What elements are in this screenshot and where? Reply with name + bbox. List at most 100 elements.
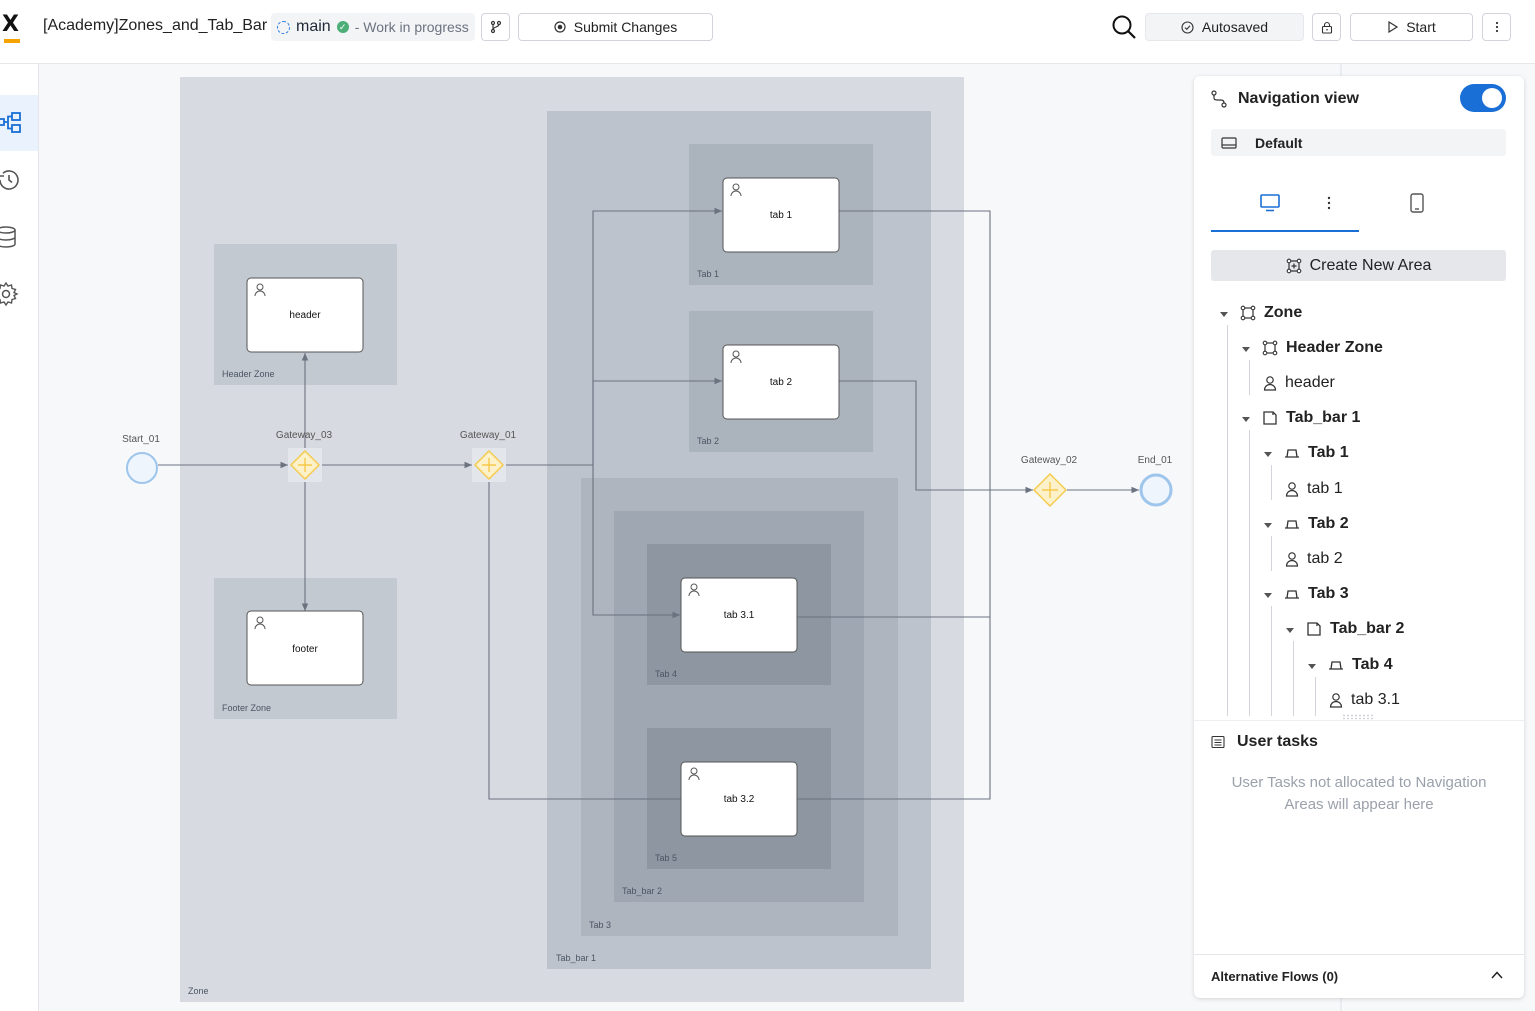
tree-item-tab-4-label: Tab 4 (1352, 656, 1393, 673)
gateway-03[interactable]: Gateway_03 (276, 430, 333, 482)
submit-icon (554, 21, 566, 33)
task-footer-label: footer (292, 644, 318, 655)
platform-selector[interactable]: Default (1211, 129, 1506, 156)
tab-3-label: Tab 3 (589, 920, 611, 930)
user-tasks-empty-message: User Tasks not allocated to Navigation A… (1231, 774, 1487, 813)
tree-item-tab-bar-2[interactable]: Tab_bar 2 (1306, 616, 1404, 642)
autosave-status: Autosaved (1145, 13, 1304, 41)
lock-button[interactable] (1312, 13, 1341, 41)
process-icon (0, 112, 21, 133)
tree-item-zone[interactable]: Zone (1240, 300, 1302, 326)
tree-item-header-zone-label: Header Zone (1286, 339, 1383, 356)
gateway-02[interactable]: Gateway_02 (1021, 455, 1078, 507)
resize-handle[interactable] (1341, 714, 1375, 720)
tree-item-tab-1-task[interactable]: tab 1 (1285, 476, 1343, 502)
caret-header-zone[interactable] (1242, 347, 1250, 352)
chevron-up-icon[interactable] (1490, 968, 1504, 982)
tab-bar-2-label: Tab_bar 2 (622, 886, 662, 896)
gateway-01-label: Gateway_01 (460, 430, 517, 441)
task-tab-1[interactable]: tab 1 (722, 177, 840, 253)
desktop-icon[interactable] (1260, 194, 1280, 212)
tab-1-label: Tab 1 (697, 269, 719, 279)
caret-zone[interactable] (1220, 312, 1228, 317)
footer-zone-label: Footer Zone (222, 703, 271, 713)
tree-item-tab-3-1-task[interactable]: tab 3.1 (1329, 687, 1400, 713)
navigation-view-header: Navigation view (1210, 86, 1510, 112)
tree-item-tab-bar-1-label: Tab_bar 1 (1286, 409, 1361, 426)
caret-tab-1[interactable] (1264, 452, 1272, 457)
user-task-icon (1285, 552, 1299, 567)
tree-item-tab-1[interactable]: Tab 1 (1284, 440, 1349, 466)
user-task-icon (1329, 693, 1343, 708)
submit-changes-button[interactable]: Submit Changes (518, 13, 713, 41)
user-task-icon (1263, 376, 1277, 391)
tree-item-zone-label: Zone (1264, 304, 1303, 321)
end-event[interactable]: End_01 (1138, 455, 1173, 507)
branch-selector[interactable]: main ✓ - Work in progress (271, 13, 475, 41)
top-bar: X [Academy]Zones_and_Tab_Bar main ✓ - Wo… (0, 0, 1535, 64)
caret-tab-bar-1[interactable] (1242, 417, 1250, 422)
user-tasks-title: User tasks (1237, 733, 1318, 750)
search-icon[interactable] (1111, 14, 1137, 40)
rail-data-button[interactable] (0, 209, 38, 265)
tree-item-tab-1-task-label: tab 1 (1307, 480, 1343, 497)
device-tabs (1211, 182, 1506, 232)
app-logo[interactable]: X (2, 14, 24, 43)
zone-icon (1262, 340, 1278, 356)
check-icon: ✓ (336, 21, 349, 33)
tree-item-tab-4[interactable]: Tab 4 (1328, 652, 1393, 678)
list-icon (1211, 735, 1225, 749)
user-task-icon (1285, 482, 1299, 497)
tree-item-tab-2-task-label: tab 2 (1307, 550, 1343, 567)
caret-tab-bar-2[interactable] (1286, 628, 1294, 633)
tree-item-tab-2[interactable]: Tab 2 (1284, 511, 1349, 537)
tab-icon (1329, 661, 1343, 670)
task-tab-3-1[interactable]: tab 3.1 (680, 577, 798, 653)
kebab-icon (1495, 21, 1498, 33)
bpmn-diagram[interactable]: Zone Header Zone Footer Zone Tab_bar 1 T… (39, 64, 1535, 1011)
tree-item-tab-3-label: Tab 3 (1308, 585, 1349, 602)
tree-item-header-task[interactable]: header (1263, 370, 1335, 396)
more-menu-button[interactable] (1482, 13, 1511, 41)
task-tab-2[interactable]: tab 2 (722, 344, 840, 420)
layout-icon (1221, 136, 1237, 149)
navigation-tree: Zone Header Zone header Tab_bar 1 Tab 1 … (1194, 296, 1524, 716)
tree-item-header-zone[interactable]: Header Zone (1262, 335, 1383, 361)
header-zone-label: Header Zone (222, 369, 275, 379)
start-label: Start (1406, 19, 1436, 35)
navigation-view-title: Navigation view (1238, 90, 1359, 107)
tree-item-tab-2-task[interactable]: tab 2 (1285, 546, 1343, 572)
alternative-flows-section[interactable]: Alternative Flows (0) (1194, 954, 1524, 998)
device-options-icon[interactable] (1327, 196, 1331, 210)
tree-item-header-task-label: header (1285, 374, 1335, 391)
tab-2-label: Tab 2 (697, 436, 719, 446)
tree-item-tab-2-label: Tab 2 (1308, 515, 1349, 532)
navigation-view-toggle[interactable] (1460, 84, 1506, 112)
tree-item-tab-bar-1[interactable]: Tab_bar 1 (1262, 405, 1360, 431)
task-tab-3-2-label: tab 3.2 (724, 794, 755, 805)
tab-4-label: Tab 4 (655, 669, 677, 679)
zone-label: Zone (188, 986, 209, 996)
task-tab-3-2[interactable]: tab 3.2 (680, 761, 798, 837)
autosave-label: Autosaved (1201, 19, 1269, 35)
caret-tab-3[interactable] (1264, 593, 1272, 598)
tree-item-tab-1-label: Tab 1 (1308, 444, 1349, 461)
tree-item-tab-bar-2-label: Tab_bar 2 (1330, 620, 1405, 637)
zone-icon (1240, 305, 1256, 321)
caret-tab-4[interactable] (1308, 664, 1316, 669)
caret-tab-2[interactable] (1264, 523, 1272, 528)
start-button[interactable]: Start (1350, 13, 1473, 41)
branch-button[interactable] (481, 13, 510, 41)
tree-item-tab-3[interactable]: Tab 3 (1284, 581, 1349, 607)
start-event[interactable]: Start_01 (122, 434, 160, 484)
task-footer[interactable]: footer (246, 610, 364, 686)
mobile-icon[interactable] (1410, 193, 1424, 213)
rail-process-button[interactable] (0, 95, 38, 151)
task-header[interactable]: header (246, 277, 364, 353)
gateway-02-label: Gateway_02 (1021, 455, 1078, 466)
submit-changes-label: Submit Changes (573, 19, 678, 35)
rail-history-button[interactable] (0, 152, 38, 208)
gateway-01[interactable]: Gateway_01 (460, 430, 517, 482)
rail-settings-button[interactable] (0, 266, 38, 322)
create-new-area-button[interactable]: Create New Area (1211, 250, 1506, 281)
